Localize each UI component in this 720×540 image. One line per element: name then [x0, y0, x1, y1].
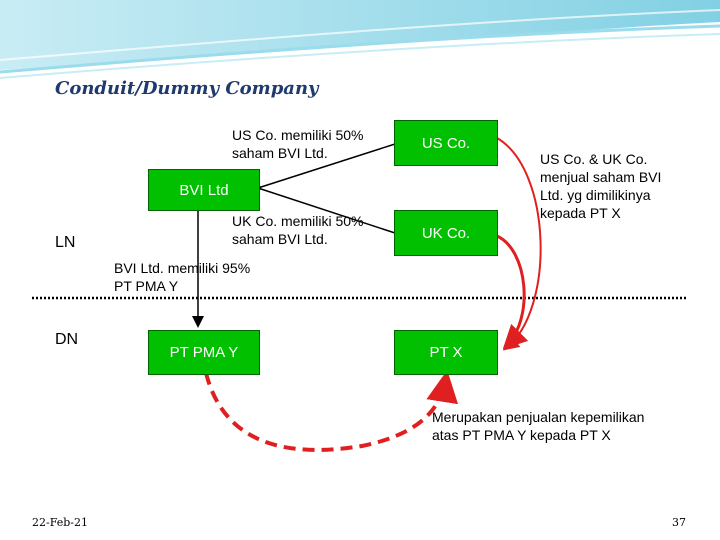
- ptpmay-to-ptx-dashed-arrow: [204, 370, 459, 452]
- bvi-ltd-label: BVI Ltd: [179, 181, 229, 199]
- bvi-ownership-note: BVI Ltd. memiliki 95% PT PMA Y: [114, 259, 250, 295]
- ownership-transfer-line-1: Merupakan penjualan kepemilikan: [432, 409, 645, 425]
- pt-pma-y-box: PT PMA Y: [148, 330, 260, 375]
- uk-ownership-line-1: UK Co. memiliki 50%: [232, 213, 364, 229]
- bvi-ownership-line-1: BVI Ltd. memiliki 95%: [114, 260, 251, 276]
- us-co-box: US Co.: [394, 120, 498, 166]
- uk-co-label: UK Co.: [421, 224, 471, 242]
- us-ownership-note: US Co. memiliki 50% saham BVI Ltd.: [232, 126, 363, 162]
- us-to-ptx-red-arrow: [496, 137, 542, 351]
- uk-ownership-line-2: saham BVI Ltd.: [232, 231, 328, 247]
- pt-pma-y-label: PT PMA Y: [169, 344, 239, 361]
- share-sale-note: US Co. & UK Co. menjual saham BVI Ltd. y…: [540, 150, 661, 222]
- slide-title: Conduit/Dummy Company: [55, 78, 319, 99]
- pt-x-label: PT X: [429, 344, 463, 361]
- ownership-transfer-line-2: atas PT PMA Y kepada PT X: [432, 427, 611, 443]
- dn-label: DN: [55, 331, 79, 348]
- pt-x-box: PT X: [394, 330, 498, 375]
- uk-co-box: UK Co.: [394, 210, 498, 256]
- uk-to-ptx-red-arrow: [496, 234, 529, 350]
- header-wave-decoration: [0, 0, 720, 79]
- share-sale-line-4: kepada PT X: [540, 205, 621, 221]
- us-to-bvi-connector: [257, 143, 396, 189]
- bvi-ownership-line-2: PT PMA Y: [114, 278, 179, 294]
- ln-label: LN: [55, 234, 76, 251]
- us-ownership-line-1: US Co. memiliki 50%: [232, 127, 364, 143]
- ownership-transfer-note: Merupakan penjualan kepemilikan atas PT …: [432, 408, 644, 444]
- slide-page-number: 37: [672, 516, 686, 529]
- share-sale-line-2: menjual saham BVI: [540, 169, 662, 185]
- us-co-label: US Co.: [421, 134, 471, 152]
- us-ownership-line-2: saham BVI Ltd.: [232, 145, 328, 161]
- share-sale-line-1: US Co. & UK Co.: [540, 151, 648, 167]
- slide-date: 22-Feb-21: [32, 516, 89, 529]
- bvi-ltd-box: BVI Ltd: [148, 169, 260, 211]
- uk-to-bvi-connector: [257, 187, 396, 234]
- share-sale-line-3: Ltd. yg dimilikinya: [540, 187, 651, 203]
- uk-ownership-note: UK Co. memiliki 50% saham BVI Ltd.: [232, 212, 363, 248]
